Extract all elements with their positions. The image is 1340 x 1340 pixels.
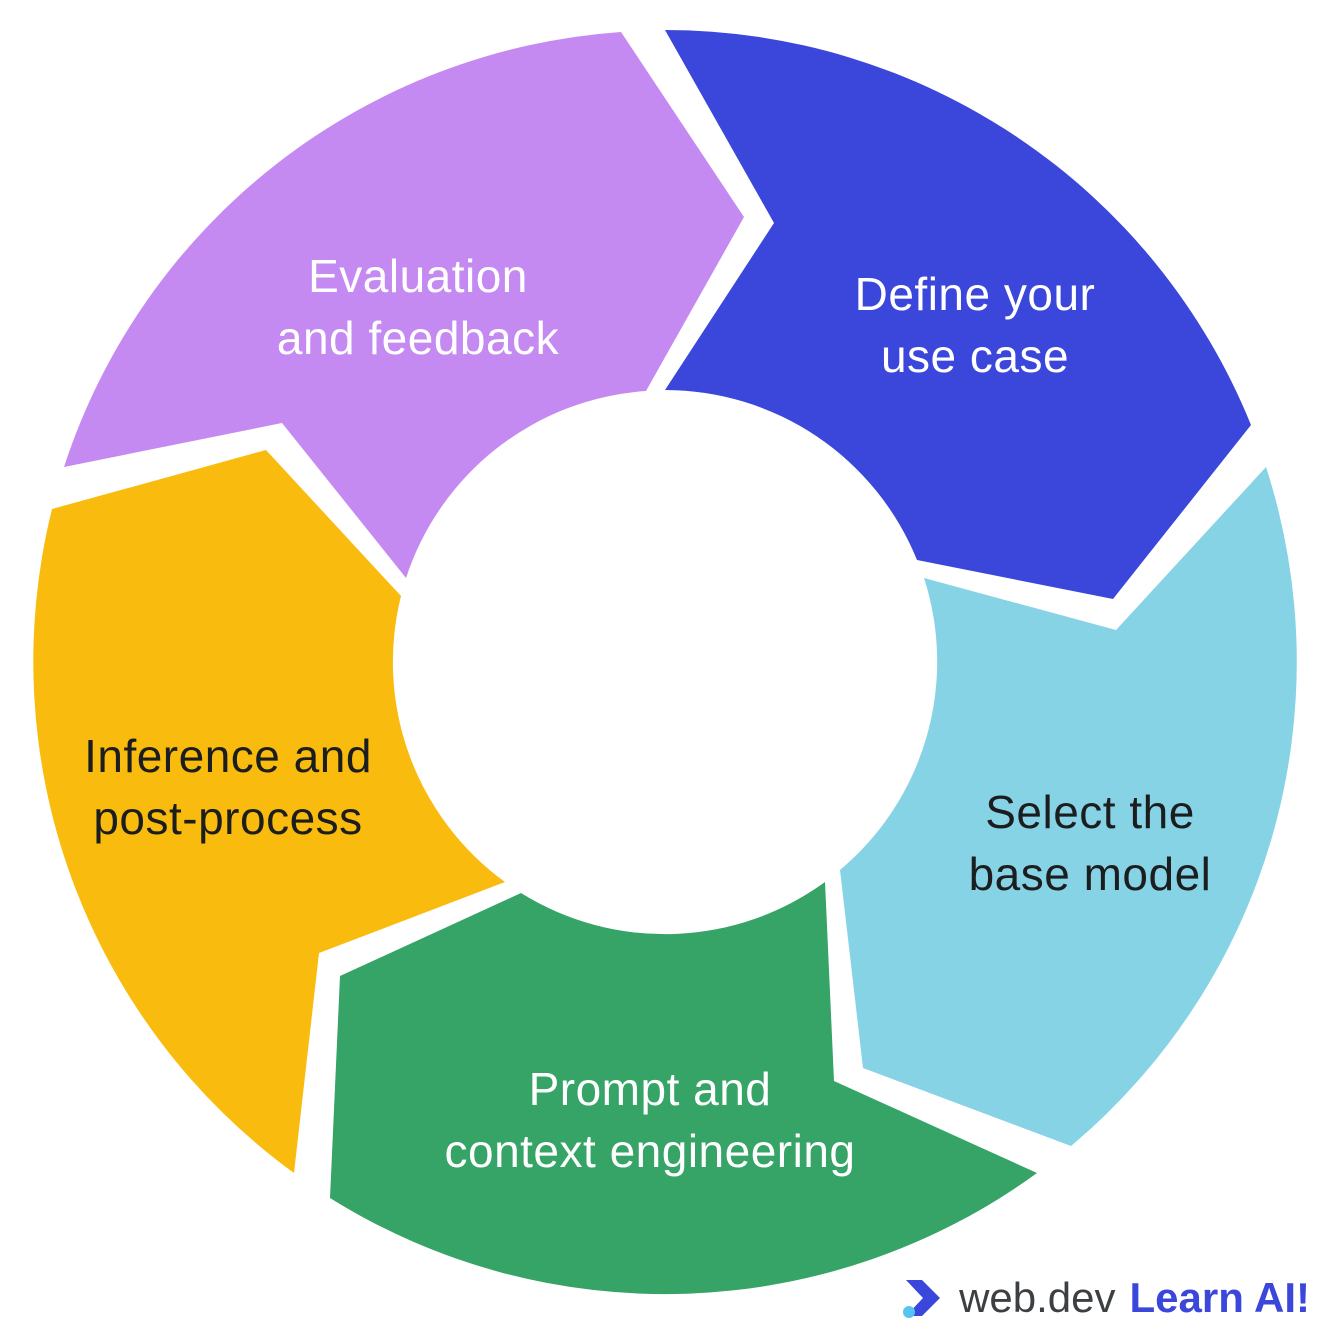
- segment-group-define-your-use-case: Define your use case: [665, 29, 1251, 599]
- segment-label-inference-and-post-process-line2: post-process: [93, 792, 362, 844]
- segment-define-your-use-case: [665, 29, 1251, 599]
- webdev-logo-icon: [903, 1280, 941, 1318]
- footer-cta-text: Learn AI!: [1129, 1274, 1310, 1321]
- segment-prompt-and-context-engineering: [330, 882, 1037, 1295]
- segment-group-prompt-and-context-engineering: Prompt and context engineering: [330, 882, 1037, 1295]
- segment-label-prompt-and-context-engineering-line2: context engineering: [444, 1125, 855, 1177]
- segment-group-inference-and-post-process: Inference and post-process: [33, 450, 506, 1173]
- webdev-logo-chevron: [906, 1280, 941, 1316]
- segment-label-evaluation-and-feedback-line1: Evaluation: [308, 250, 528, 302]
- footer-brand-text: web.dev: [959, 1274, 1116, 1321]
- segment-label-define-your-use-case-line2: use case: [881, 330, 1069, 382]
- webdev-logo-dot: [903, 1306, 916, 1318]
- segment-group-evaluation-and-feedback: Evaluation and feedback: [64, 32, 744, 578]
- segment-label-evaluation-and-feedback-line2: and feedback: [277, 312, 560, 364]
- segment-label-select-the-base-model-line2: base model: [969, 848, 1212, 900]
- footer-brand-bar: web.dev Learn AI!: [899, 1274, 1310, 1322]
- segment-label-inference-and-post-process-line1: Inference and: [84, 730, 372, 782]
- segment-group-select-the-base-model: Select the base model: [840, 467, 1297, 1146]
- segment-label-prompt-and-context-engineering-line1: Prompt and: [529, 1063, 772, 1115]
- segment-evaluation-and-feedback: [64, 32, 744, 578]
- segment-label-define-your-use-case-line1: Define your: [855, 268, 1096, 320]
- segment-select-the-base-model: [840, 467, 1297, 1146]
- segment-inference-and-post-process: [33, 450, 506, 1173]
- segment-label-select-the-base-model-line1: Select the: [985, 786, 1195, 838]
